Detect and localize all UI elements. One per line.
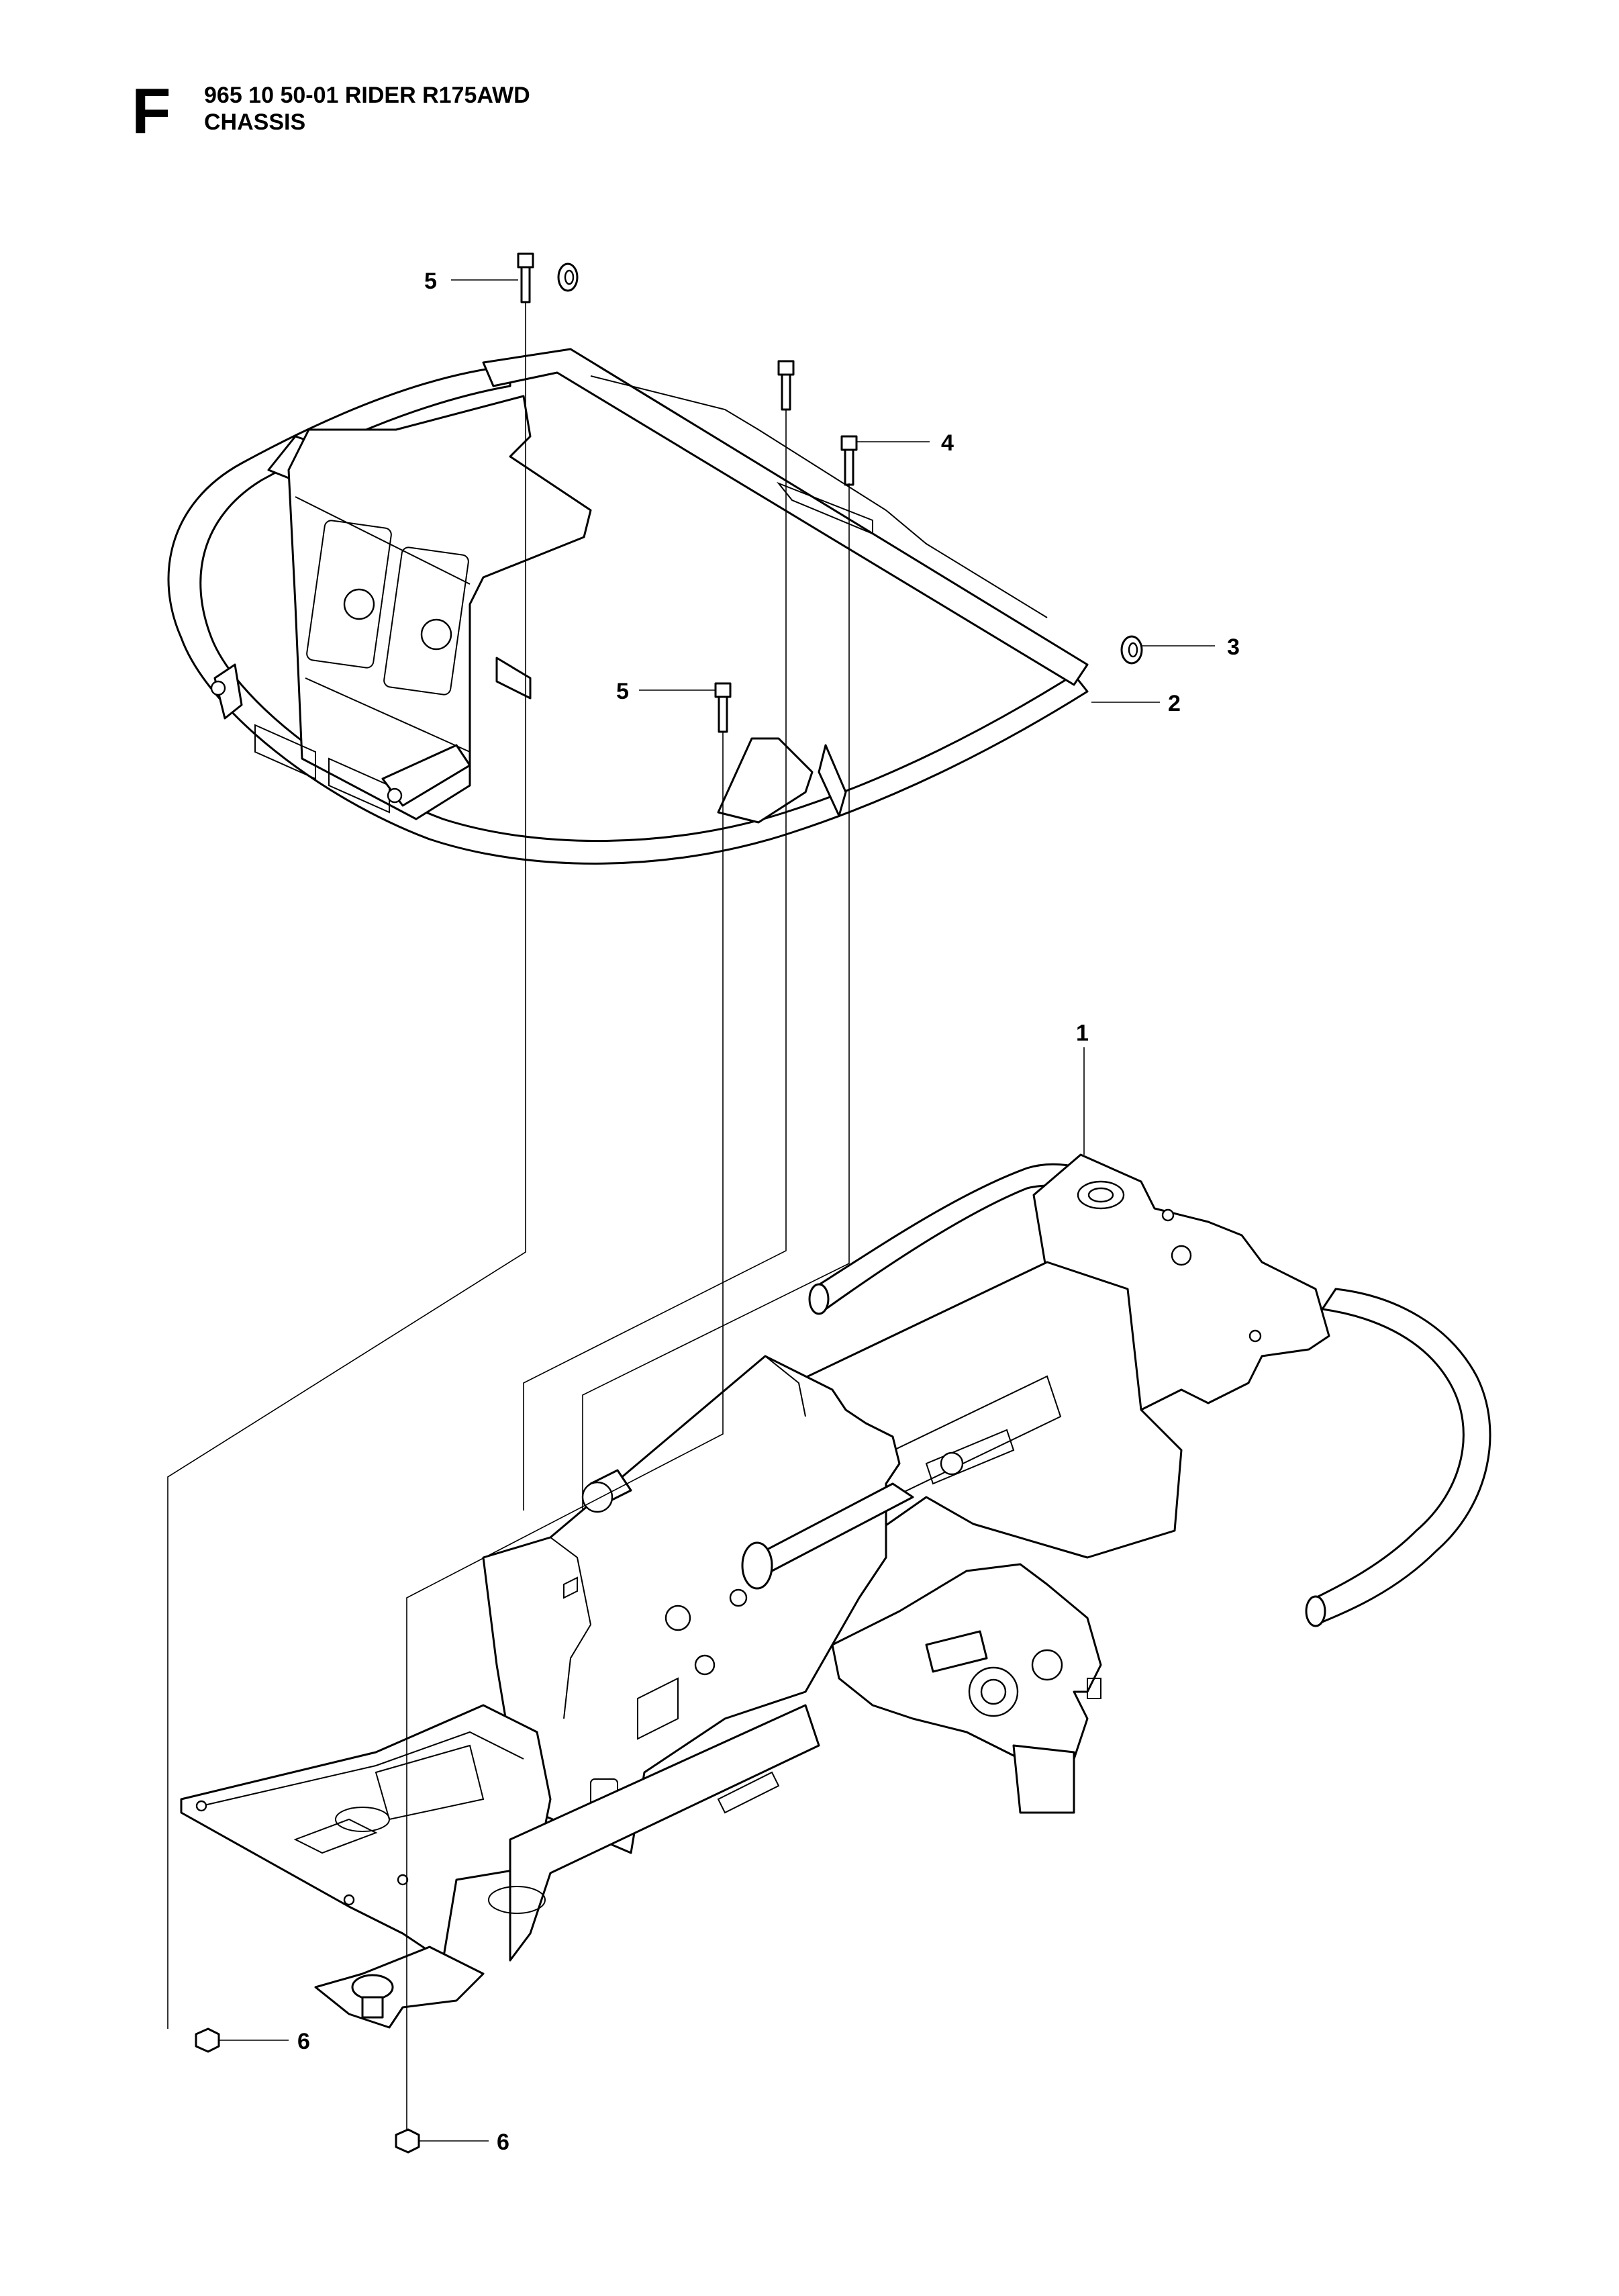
callout-6-upper: 6 <box>297 2029 310 2054</box>
bushing-left <box>557 262 579 292</box>
bolt-right <box>840 435 858 486</box>
nut-upper <box>195 2027 220 2053</box>
center-support-bracket <box>717 737 847 824</box>
assembly-lines <box>167 302 850 2130</box>
bolt-middle <box>714 682 732 733</box>
callouts: 5 4 3 2 5 1 6 6 <box>219 269 1240 2155</box>
section-letter: F <box>132 75 171 147</box>
callout-6-lower: 6 <box>497 2130 509 2155</box>
bolt-top-left <box>517 252 534 303</box>
callout-4: 4 <box>941 430 954 456</box>
model-line: 965 10 50-01 RIDER R175AWD <box>204 83 530 108</box>
callout-5-mid: 5 <box>616 679 629 704</box>
callout-5-top: 5 <box>424 269 437 294</box>
callout-3: 3 <box>1227 634 1240 660</box>
callout-2: 2 <box>1168 691 1181 716</box>
nut-lower <box>395 2128 420 2154</box>
callout-1: 1 <box>1076 1020 1089 1046</box>
front-bracket-box <box>210 395 592 820</box>
bushing-right <box>1120 635 1143 665</box>
group-name: CHASSIS <box>204 109 306 135</box>
main-chassis-frame <box>180 1153 1491 2029</box>
bolt-center <box>777 360 795 411</box>
diagram-title: 965 10 50-01 RIDER R175AWD CHASSIS <box>204 82 530 136</box>
